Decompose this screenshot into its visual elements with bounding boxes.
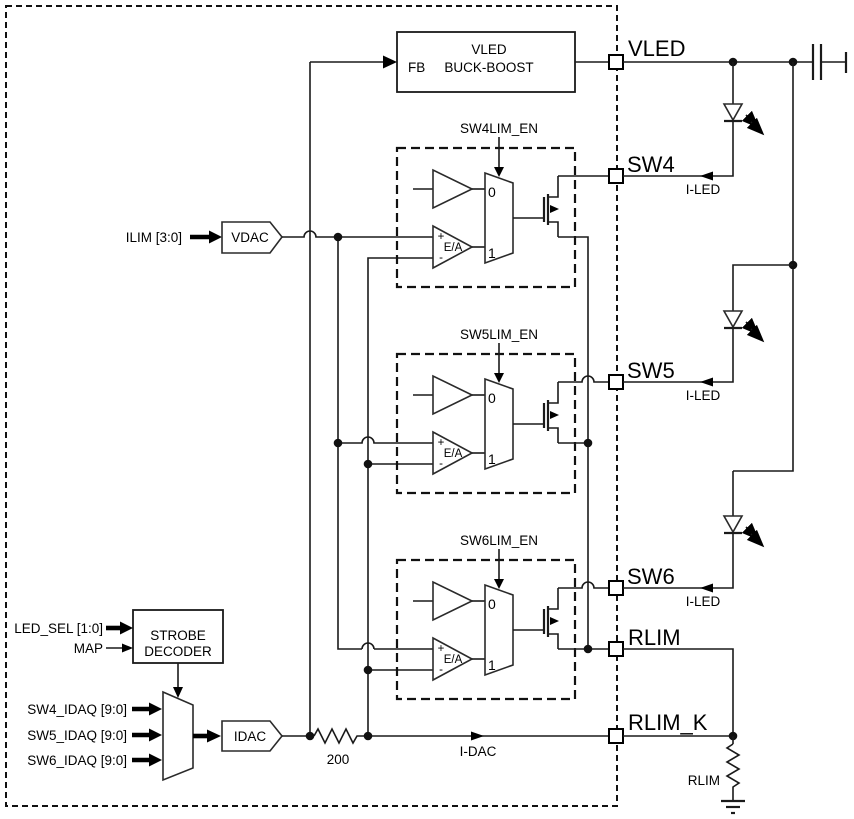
pin-rlim [608, 641, 624, 657]
mux1-label: 1 [488, 657, 496, 673]
error-amp-label: E/A [444, 448, 463, 460]
channel-sw5: SW5LIM_EN 0 1 E/A + - [395, 327, 609, 495]
rlim-wire [623, 648, 734, 736]
ilim-input-label: ILIM [3:0] [126, 230, 182, 245]
pin-sw5 [608, 374, 624, 390]
external-rlim-net: RLIM [623, 648, 745, 815]
sw6-drain-wire [558, 581, 609, 589]
idac-current-arrow-icon [471, 731, 484, 741]
buck-boost-fb-label: FB [408, 60, 425, 75]
ground-icon [721, 799, 745, 815]
idaq-mux: SW4_IDAQ [9:0] SW5_IDAQ [9:0] SW6_IDAQ [… [27, 690, 221, 782]
mux1-label: 1 [488, 245, 496, 261]
common-source-rail [558, 236, 589, 649]
i-led-label: I-LED [686, 182, 721, 197]
idac-label: IDAC [234, 729, 267, 744]
vdac-label: VDAC [231, 230, 269, 245]
i-led-arrow-icon [700, 377, 713, 387]
buck-boost-title: VLED [471, 42, 507, 57]
fb-arrow-icon [383, 55, 397, 69]
buck-boost-name: BUCK-BOOST [444, 60, 533, 75]
i-led-label: I-LED [686, 594, 721, 609]
pins: VLED SW4 SW5 SW6 RLIM RLIM_K [608, 36, 708, 744]
sw4lim-en-label: SW4LIM_EN [460, 121, 538, 136]
i-led-arrow-icon [700, 583, 713, 593]
pin-sw6 [608, 580, 624, 596]
sw6-idaq-label: SW6_IDAQ [9:0] [27, 753, 127, 768]
error-amp-label: E/A [444, 654, 463, 666]
ea-plus: + [438, 437, 445, 449]
internal-rails [282, 62, 433, 736]
pin-rlim-label: RLIM [628, 625, 681, 650]
led-emission-icon [741, 110, 760, 129]
led-1: I-LED [623, 62, 765, 197]
pin-vled [608, 54, 624, 70]
ea-minus: - [439, 252, 443, 264]
external-vled-net [623, 44, 848, 472]
chip-boundary [5, 5, 618, 807]
pin-sw6-label: SW6 [627, 564, 675, 589]
led-emission-icon [741, 522, 760, 541]
sw4-idaq-label: SW4_IDAQ [9:0] [27, 702, 127, 717]
ea-plus: + [438, 643, 445, 655]
idac-sense-rail [367, 257, 433, 736]
led-emission-icon [746, 324, 765, 343]
strobe-decoder-line2: DECODER [144, 644, 212, 659]
vdac-output-wire [282, 230, 433, 238]
sw5-plus-tap [338, 436, 433, 444]
led-2: I-LED [623, 264, 793, 403]
strobe-decoder-block: STROBE DECODER LED_SEL [1:0] MAP [14, 609, 224, 698]
map-input-label: MAP [74, 641, 103, 656]
led-sel-input-label: LED_SEL [1:0] [14, 621, 103, 636]
pin-sw4-label: SW4 [627, 152, 675, 177]
vdac-block: ILIM [3:0] VDAC [126, 221, 284, 254]
channel-sw6: SW6LIM_EN 0 1 E/A + - [395, 533, 609, 701]
sw5-idaq-label: SW5_IDAQ [9:0] [27, 728, 127, 743]
i-led-label: I-LED [686, 388, 721, 403]
sw5lim-en-label: SW5LIM_EN [460, 327, 538, 342]
pin-rlim-k [608, 728, 624, 744]
led-emission-icon [746, 529, 765, 548]
ea-plus: + [438, 231, 445, 243]
idac-block: IDAC 200 I-DAC [221, 720, 609, 767]
idac-current-label: I-DAC [460, 744, 497, 759]
i-led-arrow-icon [700, 171, 713, 181]
ea-minus: - [439, 458, 443, 470]
pin-sw4 [608, 168, 624, 184]
pin-sw5-label: SW5 [627, 358, 675, 383]
error-amp-label: E/A [444, 242, 463, 254]
resistor-200-value: 200 [327, 752, 350, 767]
mux0-label: 0 [488, 596, 496, 612]
resistor-200 [313, 727, 368, 745]
mux0-label: 0 [488, 390, 496, 406]
vled-right-rail [733, 62, 794, 472]
mux1-label: 1 [488, 451, 496, 467]
sw6lim-en-label: SW6LIM_EN [460, 533, 538, 548]
rlim-resistor [725, 743, 741, 801]
channel-sw4: SW4LIM_EN 0 1 E/A + - [395, 121, 609, 649]
mux0-label: 0 [488, 184, 496, 200]
led-emission-icon [746, 117, 765, 136]
rlim-resistor-label: RLIM [688, 773, 720, 788]
led-3: I-LED [623, 471, 765, 609]
pin-rlim-k-label: RLIM_K [628, 710, 708, 735]
led-emission-icon [741, 317, 760, 336]
sw5-drain-wire [558, 375, 609, 383]
pin-vled-label: VLED [628, 36, 685, 61]
ea-minus: - [439, 664, 443, 676]
strobe-decoder-line1: STROBE [150, 628, 206, 643]
buck-boost-block: VLED FB BUCK-BOOST [310, 31, 609, 93]
